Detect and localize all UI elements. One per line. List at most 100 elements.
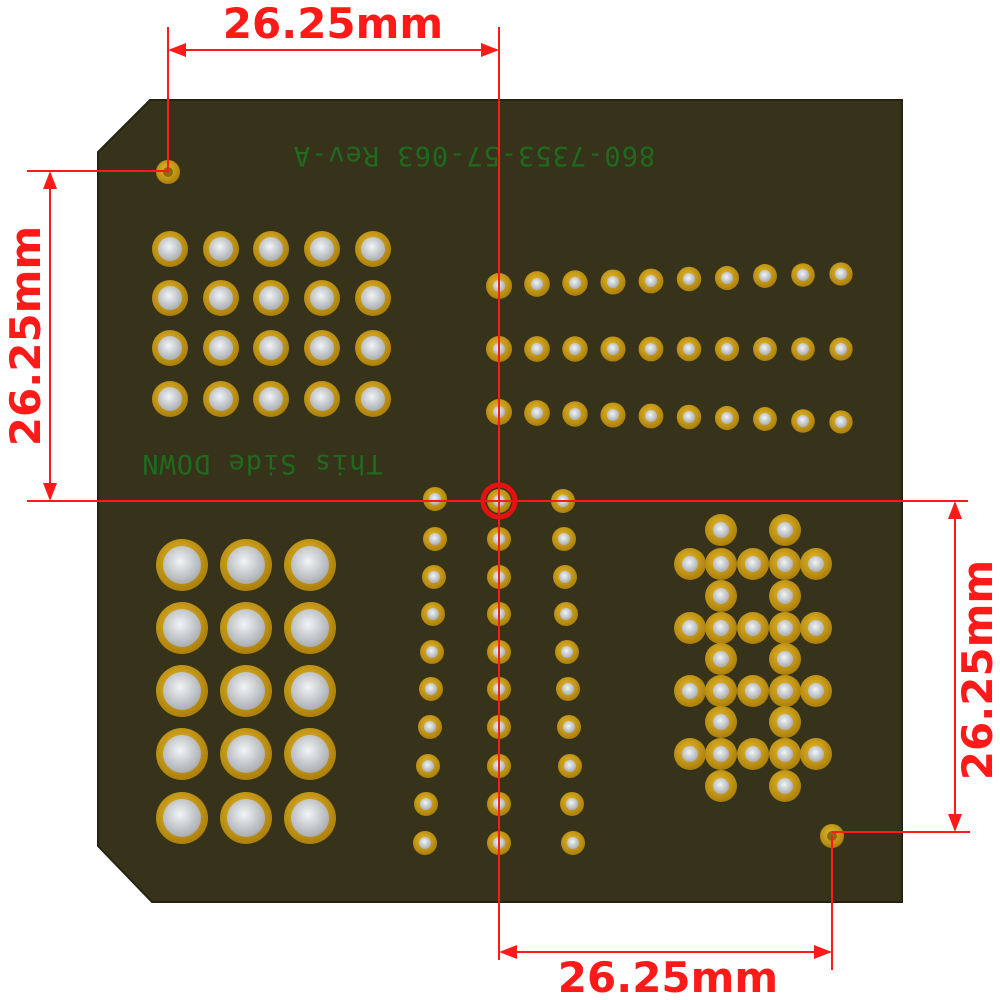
pad-row-top-right xyxy=(829,262,853,286)
pad-row-top-right xyxy=(562,336,588,362)
pad-row-top-right xyxy=(753,337,777,361)
pad-row-top-right xyxy=(562,270,588,296)
pad-cluster-bottom-right xyxy=(769,612,801,644)
pad-cluster-bottom-right xyxy=(705,580,737,612)
pad-cluster-bottom-right xyxy=(705,612,737,644)
pad-column-left xyxy=(413,831,437,855)
pad-grid-bottom-left xyxy=(156,539,208,591)
pad-row-top-right xyxy=(600,336,626,362)
pad-cluster-bottom-right xyxy=(769,514,801,546)
pad-cluster-bottom-right xyxy=(800,612,832,644)
pad-column-left xyxy=(423,487,447,511)
pad-row-top-right xyxy=(714,336,740,362)
pad-grid-top-left xyxy=(203,330,239,366)
pad-cluster-bottom-right xyxy=(769,580,801,612)
pad-row-top-right xyxy=(524,336,550,362)
pad-column-left xyxy=(422,565,446,589)
pad-column-right xyxy=(556,677,580,701)
pad-cluster-bottom-right xyxy=(705,675,737,707)
pad-cluster-bottom-right xyxy=(800,548,832,580)
pad-column-left xyxy=(419,677,443,701)
pad-grid-top-left xyxy=(152,330,188,366)
pad-grid-top-left xyxy=(152,280,188,316)
pad-cluster-bottom-right xyxy=(737,548,769,580)
pad-row-top-right xyxy=(676,336,702,362)
pad-column-right xyxy=(552,527,576,551)
pad-column-left xyxy=(418,715,442,739)
pad-grid-bottom-left xyxy=(156,792,208,844)
pad-cluster-bottom-right xyxy=(737,675,769,707)
pad-grid-top-left xyxy=(304,231,340,267)
pad-cluster-bottom-right xyxy=(674,738,706,770)
pad-grid-bottom-left xyxy=(156,665,208,717)
pad-cluster-bottom-right xyxy=(705,770,737,802)
pad-column-right xyxy=(555,640,579,664)
pad-grid-bottom-left xyxy=(284,728,336,780)
pad-grid-top-left xyxy=(203,280,239,316)
pad-grid-top-left xyxy=(203,231,239,267)
pad-row-top-right xyxy=(524,271,550,297)
pad-grid-top-left xyxy=(355,280,391,316)
pad-column-right xyxy=(558,754,582,778)
pad-cluster-bottom-right xyxy=(705,548,737,580)
pad-grid-top-left xyxy=(203,381,239,417)
pad-grid-top-left xyxy=(355,381,391,417)
pad-row-top-right xyxy=(791,263,815,287)
dimension-label-left: 26.25mm xyxy=(1,226,50,446)
pad-cluster-bottom-right xyxy=(705,514,737,546)
pad-grid-top-left xyxy=(355,330,391,366)
pad-grid-top-left xyxy=(152,231,188,267)
pad-grid-top-left xyxy=(304,280,340,316)
pad-grid-bottom-left xyxy=(220,665,272,717)
pad-grid-top-left xyxy=(304,330,340,366)
pad-grid-bottom-left xyxy=(220,792,272,844)
pad-column-left xyxy=(420,640,444,664)
pad-cluster-bottom-right xyxy=(800,738,832,770)
pad-grid-bottom-left xyxy=(156,728,208,780)
origin-target-icon xyxy=(480,482,518,520)
pad-row-top-right xyxy=(791,409,815,433)
pad-grid-bottom-left xyxy=(220,602,272,654)
pad-row-top-right xyxy=(638,403,664,429)
pad-column-left xyxy=(416,754,440,778)
dimension-lines xyxy=(27,27,970,970)
pad-grid-bottom-left xyxy=(284,602,336,654)
pad-grid-top-left xyxy=(152,381,188,417)
pad-grid-bottom-left xyxy=(156,602,208,654)
pad-row-top-right xyxy=(638,268,664,294)
pad-column-left xyxy=(414,792,438,816)
pad-column-left xyxy=(423,527,447,551)
pad-row-top-right xyxy=(791,337,815,361)
pad-column-right xyxy=(557,715,581,739)
pad-cluster-bottom-right xyxy=(705,643,737,675)
pad-grid-bottom-left xyxy=(284,792,336,844)
silkscreen-side-note: This Side DOWN xyxy=(141,448,383,479)
silkscreen-part-number: 860-7353-57-063 Rev-A xyxy=(293,140,655,171)
pad-grid-top-left xyxy=(253,280,289,316)
pad-cluster-bottom-right xyxy=(705,706,737,738)
pad-cluster-bottom-right xyxy=(705,738,737,770)
pad-column-right xyxy=(560,792,584,816)
dimension-label-right: 26.25mm xyxy=(953,560,1000,780)
pad-grid-bottom-left xyxy=(220,728,272,780)
pad-cluster-bottom-right xyxy=(674,548,706,580)
pad-row-top-right xyxy=(676,404,702,430)
pad-row-top-right xyxy=(829,410,853,434)
pad-column-right xyxy=(554,602,578,626)
dimension-label-top: 26.25mm xyxy=(223,0,443,48)
pad-column-right xyxy=(561,831,585,855)
pad-grid-top-left xyxy=(253,330,289,366)
pad-cluster-bottom-right xyxy=(674,612,706,644)
pad-cluster-bottom-right xyxy=(769,738,801,770)
pad-grid-bottom-left xyxy=(220,539,272,591)
pad-row-top-right xyxy=(562,401,588,427)
pad-column-right xyxy=(553,565,577,589)
pad-cluster-bottom-right xyxy=(769,643,801,675)
pad-column-left xyxy=(421,602,445,626)
pad-row-top-right xyxy=(676,266,702,292)
pad-row-top-right xyxy=(524,400,550,426)
pad-cluster-bottom-right xyxy=(737,738,769,770)
pad-row-top-right xyxy=(753,407,777,431)
pad-cluster-bottom-right xyxy=(769,770,801,802)
